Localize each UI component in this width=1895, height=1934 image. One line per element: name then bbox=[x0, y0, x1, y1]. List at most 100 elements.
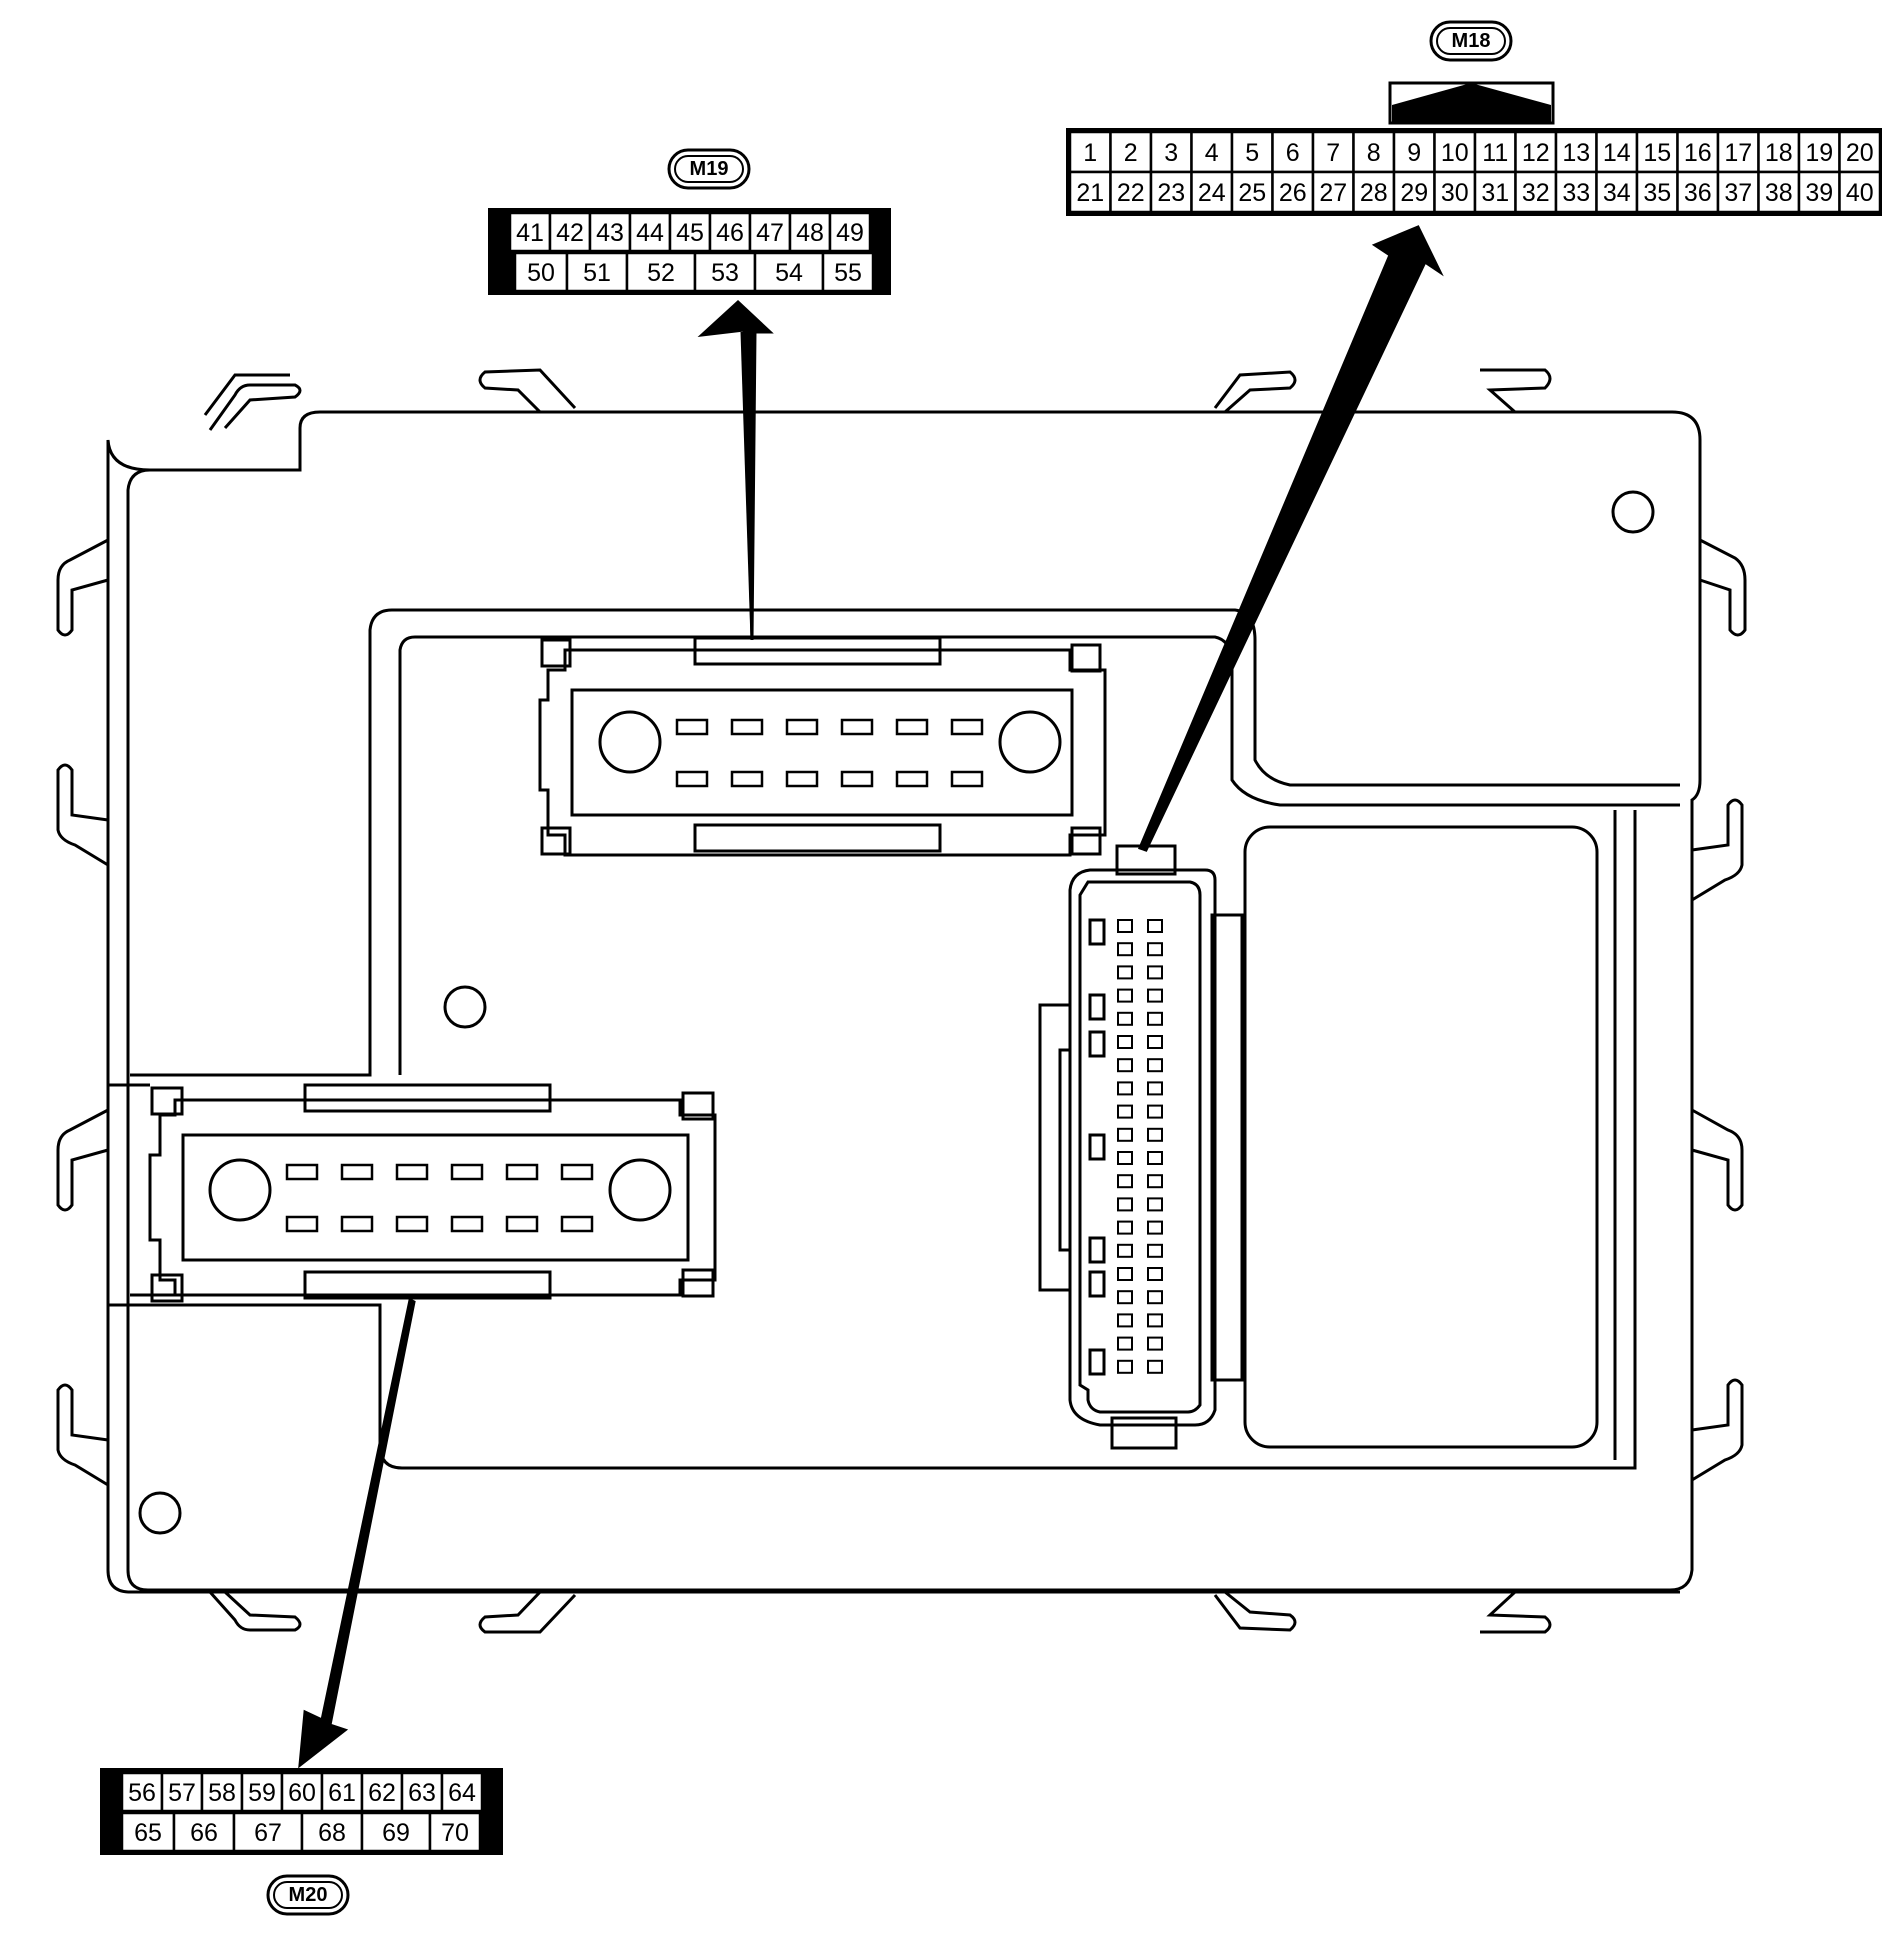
m19-pin-cell: 49 bbox=[828, 211, 872, 253]
m19-pin-number: 51 bbox=[583, 259, 611, 287]
m18-pin-cell: 35 bbox=[1635, 170, 1679, 214]
pin-cavity bbox=[1117, 919, 1133, 933]
m18-pin-number: 24 bbox=[1198, 179, 1226, 207]
pin-cavity bbox=[450, 1215, 484, 1233]
m18-pin-number: 15 bbox=[1643, 139, 1671, 167]
m20-pin-number: 64 bbox=[448, 1779, 476, 1807]
m19-pin-number: 49 bbox=[836, 219, 864, 247]
pin-cavity bbox=[395, 1163, 429, 1181]
m20-pin-cell: 56 bbox=[120, 1771, 164, 1813]
pin-cavity bbox=[1147, 1336, 1163, 1351]
pin-cavity bbox=[1117, 1359, 1133, 1374]
m18-pin-number: 17 bbox=[1724, 139, 1752, 167]
m18-pin-number: 20 bbox=[1846, 139, 1874, 167]
m19-pin-number: 46 bbox=[716, 219, 744, 247]
m18-pin-cell: 11 bbox=[1473, 130, 1517, 174]
m18-pin-number: 25 bbox=[1238, 179, 1266, 207]
m18-pin-number: 22 bbox=[1117, 179, 1145, 207]
m19-pin-number: 50 bbox=[527, 259, 555, 287]
m20-pin-number: 60 bbox=[288, 1779, 316, 1807]
pin-cavity bbox=[1117, 1336, 1133, 1351]
m20-pin-number: 66 bbox=[190, 1819, 218, 1847]
m18-pin-cell: 9 bbox=[1392, 130, 1436, 174]
m18-pin-number: 3 bbox=[1164, 139, 1178, 167]
pin-cavity bbox=[1147, 988, 1163, 1003]
m20-pin-cell: 67 bbox=[232, 1811, 304, 1853]
pin-cavity bbox=[1147, 1359, 1163, 1374]
m18-pin-number: 33 bbox=[1562, 179, 1590, 207]
m18-pin-number: 27 bbox=[1319, 179, 1347, 207]
m19-arrow bbox=[697, 299, 774, 641]
m18-pin-number: 11 bbox=[1482, 139, 1508, 167]
m19-pin-number: 41 bbox=[516, 219, 544, 247]
pin-cavity bbox=[1117, 1220, 1133, 1235]
pin-cavity bbox=[1117, 942, 1133, 957]
m18-pin-cell: 19 bbox=[1797, 130, 1841, 174]
pin-cavity bbox=[730, 718, 764, 736]
pin-cavity bbox=[1147, 1011, 1163, 1026]
m18-pin-cell: 26 bbox=[1271, 170, 1315, 214]
pin-cavity bbox=[1117, 1058, 1133, 1073]
pin-cavity bbox=[1147, 1174, 1163, 1189]
m18-pin-cell: 31 bbox=[1473, 170, 1517, 214]
pin-cavity bbox=[1147, 1290, 1163, 1305]
m20-pin-number: 59 bbox=[248, 1779, 276, 1807]
pin-cavity bbox=[505, 1215, 539, 1233]
m18-pin-cell: 37 bbox=[1716, 170, 1760, 214]
m20-pin-number: 70 bbox=[441, 1819, 469, 1847]
m19-socket bbox=[538, 636, 1107, 857]
control-unit-housing bbox=[56, 368, 1747, 1634]
m19-connector-badge: M19 bbox=[667, 148, 751, 190]
m20-pin-cell: 58 bbox=[200, 1771, 244, 1813]
m18-pin-number: 13 bbox=[1562, 139, 1590, 167]
m18-pin-number: 12 bbox=[1522, 139, 1550, 167]
m19-pin-cell: 53 bbox=[693, 251, 757, 293]
pin-cavity bbox=[1147, 1197, 1163, 1212]
pin-cavity bbox=[395, 1215, 429, 1233]
pin-cavity bbox=[560, 1163, 594, 1181]
m18-pin-number: 16 bbox=[1684, 139, 1712, 167]
m20-pin-cell: 68 bbox=[300, 1811, 364, 1853]
m18-arrow bbox=[1137, 225, 1444, 852]
m18-pin-cell: 24 bbox=[1190, 170, 1234, 214]
m19-pin-cell: 47 bbox=[748, 211, 792, 253]
m18-pin-number: 31 bbox=[1481, 179, 1509, 207]
pin-cavity bbox=[285, 1215, 319, 1233]
m18-pin-cell: 2 bbox=[1109, 130, 1153, 174]
pin-cavity bbox=[1147, 1267, 1163, 1281]
m18-pin-number: 34 bbox=[1603, 179, 1631, 207]
pin-cavity bbox=[1147, 1151, 1163, 1165]
pin-cavity bbox=[895, 718, 929, 736]
pin-cavity bbox=[675, 718, 709, 736]
m20-pin-cell: 63 bbox=[400, 1771, 444, 1813]
m19-pin-number: 42 bbox=[556, 219, 584, 247]
pin-cavity bbox=[505, 1163, 539, 1181]
m18-pin-number: 26 bbox=[1279, 179, 1307, 207]
m19-pin-cell: 43 bbox=[588, 211, 632, 253]
m18-pin-number: 35 bbox=[1643, 179, 1671, 207]
m18-pin-cell: 12 bbox=[1514, 130, 1558, 174]
m19-label: M19 bbox=[690, 158, 729, 180]
m20-pin-cell: 60 bbox=[280, 1771, 324, 1813]
m19-socket-cavities bbox=[675, 718, 984, 788]
m19-pin-cell: 41 bbox=[508, 211, 552, 253]
pin-cavity bbox=[1147, 1243, 1163, 1258]
pin-cavity bbox=[1117, 1151, 1133, 1165]
pin-cavity bbox=[1117, 1313, 1133, 1328]
m18-pin-cell: 3 bbox=[1149, 130, 1193, 174]
m18-pin-number: 4 bbox=[1205, 139, 1219, 167]
m18-pin-cell: 8 bbox=[1352, 130, 1396, 174]
pin-cavity bbox=[950, 718, 984, 736]
m20-socket-cavities bbox=[285, 1163, 594, 1233]
m18-pin-number: 9 bbox=[1407, 139, 1421, 167]
m18-pin-number: 28 bbox=[1360, 179, 1388, 207]
pin-cavity bbox=[1147, 965, 1163, 980]
m18-pin-number: 6 bbox=[1286, 139, 1300, 167]
m20-connector-badge: M20 bbox=[266, 1874, 350, 1916]
pin-cavity bbox=[340, 1163, 374, 1181]
m20-socket bbox=[148, 1083, 717, 1303]
m18-pin-number: 23 bbox=[1157, 179, 1185, 207]
m18-pin-number: 37 bbox=[1724, 179, 1752, 207]
pin-cavity bbox=[340, 1215, 374, 1233]
